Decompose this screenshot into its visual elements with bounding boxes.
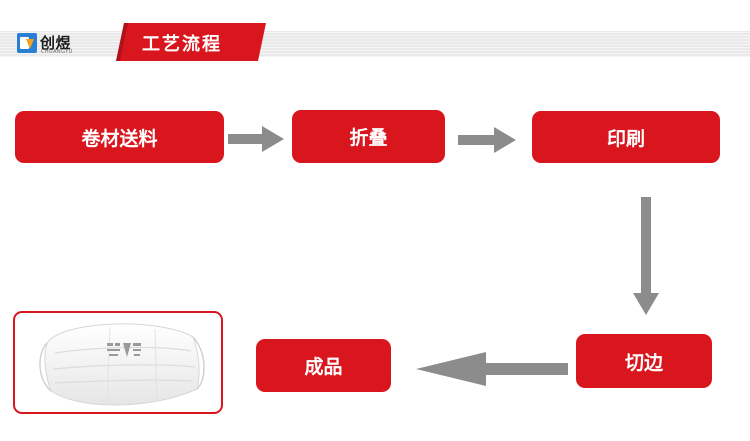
- mask-product-image: [39, 323, 205, 406]
- step-printing: 印刷: [532, 111, 720, 163]
- step-label: 成品: [304, 356, 343, 378]
- creative-logo-icon: [17, 33, 37, 53]
- step-edge-cutting: 切边: [576, 334, 712, 388]
- step-folding: 折叠: [292, 110, 445, 163]
- step-finished-product: 成品: [256, 339, 391, 392]
- arrow-icon: [633, 197, 659, 315]
- arrow-icon: [458, 127, 516, 153]
- step-label: 切边: [624, 351, 663, 374]
- step-label: 卷材送料: [81, 127, 158, 150]
- arrow-icon: [416, 352, 568, 386]
- arrow-icon: [228, 126, 284, 152]
- section-title: 工艺流程: [142, 34, 222, 55]
- step-label: 折叠: [349, 127, 388, 149]
- brand-name: 创煜: [40, 34, 72, 52]
- title-badge: [116, 23, 266, 61]
- header-strip: [0, 31, 750, 57]
- step-label: 印刷: [606, 127, 645, 150]
- step-roll-feeding: 卷材送料: [15, 111, 224, 163]
- brand-subtitle: CHUANGYU: [41, 49, 73, 55]
- product-image-frame: [13, 311, 223, 414]
- brand-logo: 创煜 CHUANGYU: [17, 33, 107, 55]
